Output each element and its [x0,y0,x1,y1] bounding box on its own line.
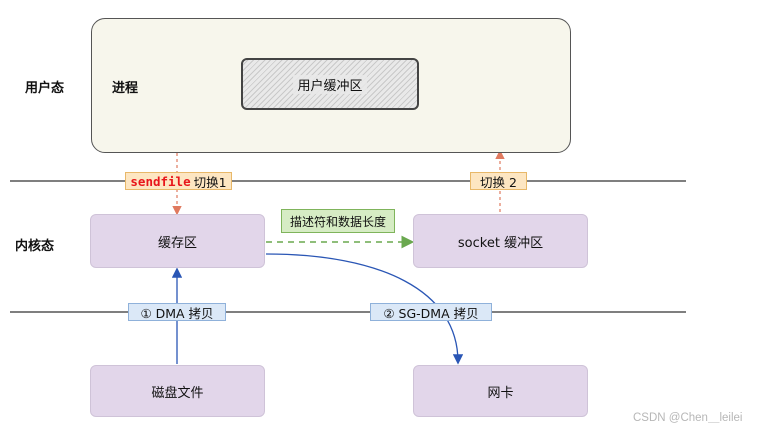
dma-copy-label: ① DMA 拷贝 [140,305,214,321]
descriptor-tag: 描述符和数据长度 [281,209,395,233]
dma-copy-tag: ① DMA 拷贝 [128,303,226,321]
disk-file-box: 磁盘文件 [90,365,265,417]
watermark: CSDN @Chen＿leilei [633,412,743,424]
nic-label: 网卡 [487,385,514,401]
switch1-text: 切换1 [193,174,227,190]
user-mode-label: 用户态 [25,81,65,96]
kernel-mode-label: 内核态 [15,239,55,254]
user-buffer-label: 用户缓冲区 [293,74,367,94]
switch2-text: 切换 2 [480,174,517,190]
page-cache-label: 缓存区 [157,235,197,251]
socket-buffer-label: socket 缓冲区 [457,235,544,251]
sg-dma-copy-tag: ② SG-DMA 拷贝 [370,303,492,321]
page-cache-box: 缓存区 [90,214,265,268]
descriptor-label: 描述符和数据长度 [289,214,386,229]
sg-dma-copy-arrow [265,253,464,365]
nic-box: 网卡 [413,365,588,417]
sendfile-keyword: sendfile [130,173,191,189]
switch2-tag: 切换 2 [470,172,527,190]
sg-dma-copy-label: ② SG-DMA 拷贝 [383,305,479,321]
socket-buffer-box: socket 缓冲区 [413,214,588,268]
disk-file-label: 磁盘文件 [151,385,204,401]
user-buffer-box: 用户缓冲区 [241,58,419,110]
process-label: 进程 [112,81,139,96]
